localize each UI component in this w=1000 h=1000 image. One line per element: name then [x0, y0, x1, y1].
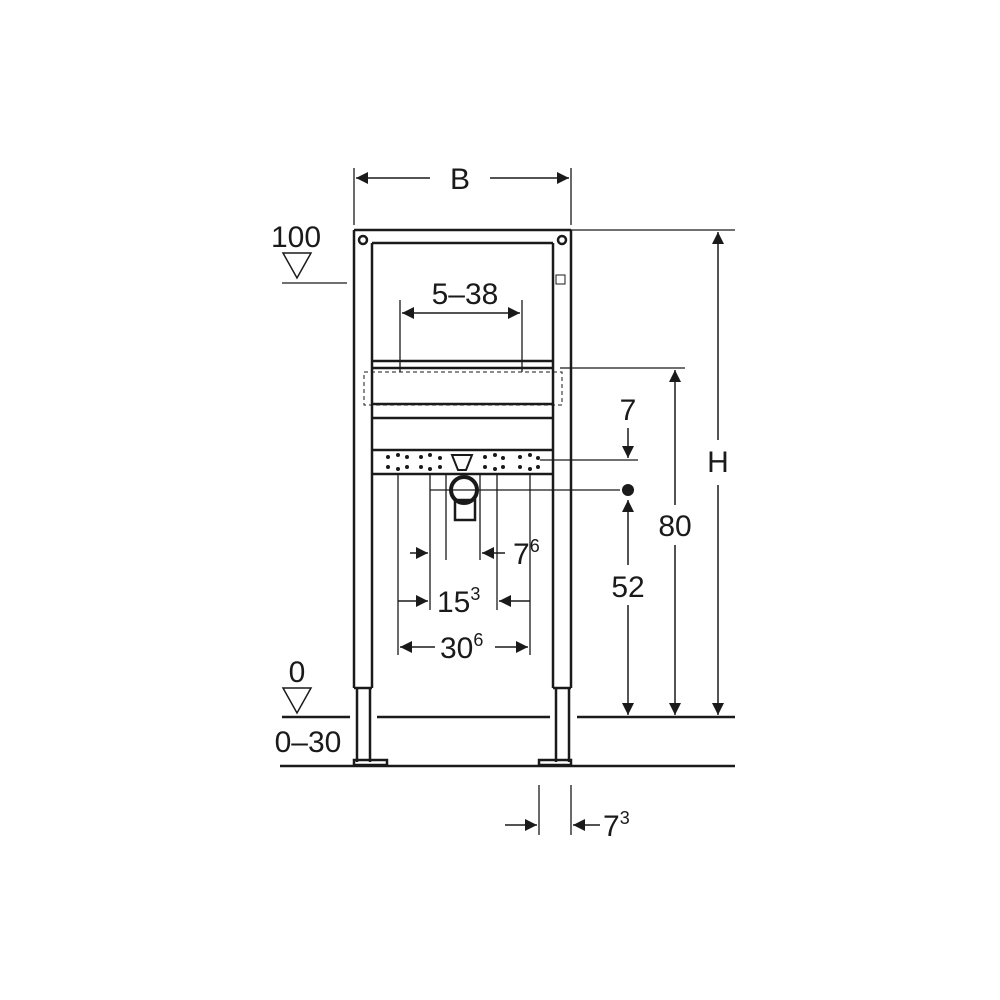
level-marker-icon	[281, 252, 313, 280]
dim-30-6-label: 306	[440, 630, 483, 665]
perforations	[386, 453, 540, 471]
dim-7-6-label: 76	[513, 536, 540, 571]
drain-point	[622, 484, 634, 496]
level-marker-icon	[281, 687, 313, 715]
level-floor-label: 0	[289, 656, 306, 689]
dim-7-3-label: 73	[603, 808, 630, 843]
bracket-range-label: 5–38	[432, 278, 499, 311]
width-label: B	[450, 163, 470, 196]
mount-hole	[357, 234, 369, 246]
bracket-outline	[363, 371, 563, 406]
floor-range-label: 0–30	[275, 726, 342, 759]
floor-lines	[280, 715, 735, 768]
dim-7-label: 7	[620, 394, 637, 427]
level-top-label: 100	[271, 221, 321, 254]
dim-15-3-label: 153	[437, 584, 480, 619]
dim-52-label: 52	[611, 571, 644, 604]
mount-hole	[556, 234, 568, 246]
frame	[352, 228, 573, 767]
dim-80-label: 80	[658, 510, 691, 543]
height-label: H	[707, 446, 729, 479]
